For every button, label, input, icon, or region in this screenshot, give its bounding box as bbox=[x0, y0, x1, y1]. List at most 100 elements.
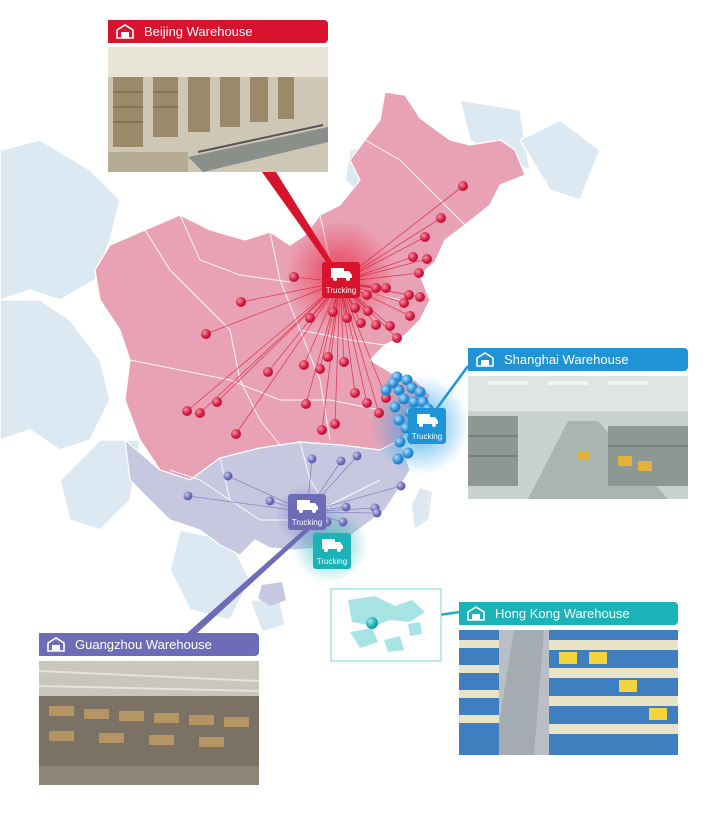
hong-kong-warehouse-card: Hong Kong Warehouse bbox=[459, 602, 678, 755]
route-line bbox=[235, 281, 341, 435]
beijing-destination-dot bbox=[212, 397, 222, 407]
trucking-label: Trucking bbox=[317, 557, 347, 566]
beijing-destination-dot bbox=[371, 283, 381, 293]
route-line bbox=[334, 281, 341, 425]
beijing-destination-dot bbox=[415, 292, 425, 302]
trucking-label: Trucking bbox=[412, 432, 442, 441]
beijing-destination-dot bbox=[381, 393, 391, 403]
guangzhou-warehouse-card: Guangzhou Warehouse bbox=[39, 633, 259, 785]
beijing-destination-dot bbox=[195, 408, 205, 418]
beijing-destination-dot bbox=[182, 406, 192, 416]
beijing-destination-dot bbox=[404, 290, 414, 300]
beijing-destination-dot bbox=[350, 388, 360, 398]
warehouse-interior-photo bbox=[468, 376, 688, 499]
beijing-destination-dot bbox=[422, 254, 432, 264]
hong-kong-inset-map bbox=[330, 588, 442, 662]
route-line bbox=[339, 281, 368, 404]
hong-kong-location-marker bbox=[366, 617, 378, 629]
beijing-destination-dot bbox=[392, 333, 402, 343]
warehouse-icon bbox=[467, 606, 485, 621]
beijing-destination-dot bbox=[317, 425, 327, 435]
beijing-warehouse-card: Beijing Warehouse bbox=[108, 20, 328, 172]
shanghai-destination-dot bbox=[408, 396, 420, 408]
warehouse-shelving-photo bbox=[459, 630, 678, 755]
guangzhou-destination-dot bbox=[352, 451, 362, 461]
beijing-destination-dot bbox=[236, 297, 246, 307]
beijing-destination-dot bbox=[363, 306, 373, 316]
shanghai-destination-dot bbox=[402, 447, 414, 459]
route-line bbox=[186, 281, 341, 412]
beijing-destination-dot bbox=[305, 313, 315, 323]
warehouse-shelving-photo bbox=[39, 661, 259, 785]
guangzhou-destination-dot bbox=[372, 508, 382, 518]
route-line bbox=[305, 281, 341, 405]
beijing-destination-dot bbox=[408, 252, 418, 262]
truck-icon bbox=[417, 414, 438, 427]
beijing-destination-dot bbox=[289, 272, 299, 282]
beijing-destination-dot bbox=[405, 311, 415, 321]
shanghai-destination-dot bbox=[380, 384, 392, 396]
beijing-destination-dot bbox=[350, 303, 360, 313]
beijing-destination-dot bbox=[231, 429, 241, 439]
beijing-destination-dot bbox=[301, 399, 311, 409]
beijing-destination-dot bbox=[374, 408, 384, 418]
shanghai-warehouse-card: Shanghai Warehouse bbox=[468, 348, 688, 499]
beijing-destination-dot bbox=[299, 360, 309, 370]
shanghai-destination-dot bbox=[401, 374, 413, 386]
beijing-destination-dot bbox=[323, 352, 333, 362]
guangzhou-destination-dot bbox=[183, 491, 193, 501]
province-borders bbox=[129, 139, 466, 521]
guangzhou-destination-dot bbox=[336, 456, 346, 466]
warehouse-name: Hong Kong Warehouse bbox=[495, 606, 630, 621]
shanghai-destination-dot bbox=[398, 393, 410, 405]
route-line bbox=[205, 281, 341, 335]
guangzhou-destination-dot bbox=[338, 517, 348, 527]
beijing-destination-dot bbox=[201, 329, 211, 339]
shanghai-callout-connector bbox=[430, 365, 470, 416]
hongkong-trucking-badge: Trucking bbox=[313, 533, 351, 569]
shanghai-warehouse-label: Shanghai Warehouse bbox=[468, 348, 688, 371]
truck-icon bbox=[297, 500, 318, 513]
warehouse-name: Shanghai Warehouse bbox=[504, 352, 629, 367]
beijing-destination-dot bbox=[436, 213, 446, 223]
guangzhou-callout-connector bbox=[186, 526, 312, 634]
beijing-destination-dot bbox=[399, 298, 409, 308]
route-line bbox=[187, 495, 308, 513]
route-line bbox=[339, 281, 387, 399]
truck-icon bbox=[322, 539, 343, 552]
beijing-destination-dot bbox=[385, 321, 395, 331]
shanghai-destination-dot bbox=[389, 401, 401, 413]
beijing-destination-dot bbox=[362, 398, 372, 408]
shanghai-trucking-badge: Trucking bbox=[408, 408, 446, 444]
beijing-destination-dot bbox=[330, 419, 340, 429]
trucking-label: Trucking bbox=[292, 518, 322, 527]
shanghai-destination-dot bbox=[387, 377, 399, 389]
taiwan-island bbox=[412, 488, 432, 528]
beijing-callout-connector bbox=[262, 172, 336, 270]
warehouse-icon bbox=[116, 24, 134, 39]
beijing-destination-dot bbox=[328, 307, 338, 317]
guangzhou-destination-dot bbox=[396, 481, 406, 491]
beijing-destination-dot bbox=[263, 367, 273, 377]
route-line bbox=[339, 281, 380, 414]
guangzhou-destination-dot bbox=[341, 502, 351, 512]
guangzhou-destination-dot bbox=[223, 471, 233, 481]
beijing-destination-dot bbox=[315, 364, 325, 374]
guangzhou-destination-dot bbox=[307, 454, 317, 464]
beijing-destination-dot bbox=[362, 290, 372, 300]
guangzhou-trucking-badge: Trucking bbox=[288, 494, 326, 530]
guangzhou-destination-dot bbox=[265, 496, 275, 506]
shanghai-destination-dot bbox=[392, 453, 404, 465]
trucking-label: Trucking bbox=[326, 286, 356, 295]
warehouse-name: Guangzhou Warehouse bbox=[75, 637, 212, 652]
guangzhou-warehouse-label: Guangzhou Warehouse bbox=[39, 633, 259, 656]
beijing-destination-dot bbox=[458, 181, 468, 191]
beijing-destination-dot bbox=[420, 232, 430, 242]
route-line bbox=[339, 281, 356, 394]
beijing-destination-dot bbox=[339, 357, 349, 367]
beijing-destination-dot bbox=[414, 268, 424, 278]
shanghai-destination-dot bbox=[394, 436, 406, 448]
beijing-warehouse-label: Beijing Warehouse bbox=[108, 20, 328, 43]
truck-icon bbox=[331, 268, 352, 281]
